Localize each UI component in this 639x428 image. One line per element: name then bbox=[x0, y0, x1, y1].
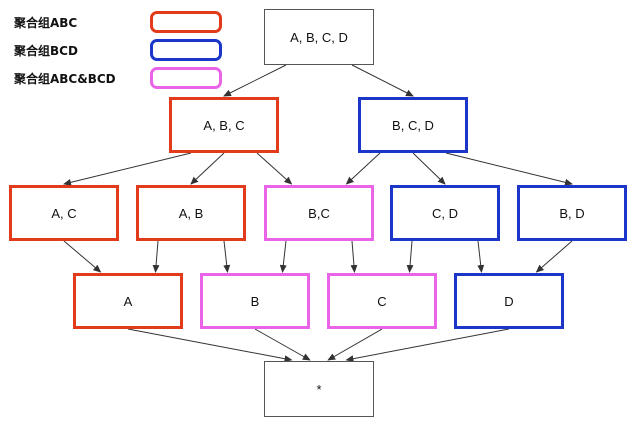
node-bc: B,C bbox=[264, 185, 374, 241]
node-b: B bbox=[200, 273, 310, 329]
legend-label-bcd: 聚合组BCD bbox=[14, 43, 78, 58]
legend-swatch-bcd bbox=[150, 39, 222, 61]
node-d: D bbox=[454, 273, 564, 329]
edge-bcd-to-bd bbox=[445, 152, 573, 186]
edge-bcd-to-bc bbox=[345, 152, 381, 185]
legend-item-abc-bcd: 聚合组ABC&BCD bbox=[14, 67, 116, 89]
edge-c-to-all bbox=[327, 328, 383, 361]
node-all: * bbox=[264, 361, 374, 417]
node-abcd: A, B, C, D bbox=[264, 9, 374, 65]
node-bcd: B, C, D bbox=[358, 97, 468, 153]
node-abc: A, B, C bbox=[169, 97, 279, 153]
edge-bc-to-b bbox=[279, 240, 287, 273]
edge-ab-to-a bbox=[152, 240, 160, 273]
node-c: C bbox=[327, 273, 437, 329]
edge-b-to-all bbox=[254, 328, 311, 361]
legend-item-bcd: 聚合组BCD bbox=[14, 39, 78, 61]
edge-abcd-to-bcd bbox=[351, 64, 414, 97]
edge-bd-to-d bbox=[535, 240, 573, 273]
edge-ab-to-b bbox=[223, 240, 231, 273]
node-cd: C, D bbox=[390, 185, 500, 241]
legend-label-abc: 聚合组ABC bbox=[14, 15, 78, 30]
edge-ac-to-a bbox=[63, 240, 102, 273]
edge-abcd-to-abc bbox=[223, 64, 287, 97]
edge-cd-to-c bbox=[406, 240, 414, 273]
edge-bcd-to-cd bbox=[412, 152, 446, 185]
legend-label-abc-bcd: 聚合组ABC&BCD bbox=[14, 71, 116, 86]
edge-abc-to-ac bbox=[63, 152, 192, 186]
legend-swatch-abc-bcd bbox=[150, 67, 222, 89]
edge-d-to-all bbox=[345, 328, 510, 363]
edge-bc-to-c bbox=[350, 240, 358, 273]
node-ab: A, B bbox=[136, 185, 246, 241]
legend-item-abc: 聚合组ABC bbox=[14, 11, 77, 33]
edge-abc-to-bc bbox=[256, 152, 293, 185]
legend-swatch-abc bbox=[150, 11, 222, 33]
edge-abc-to-ab bbox=[190, 152, 225, 185]
edge-cd-to-d bbox=[477, 240, 485, 273]
node-a: A bbox=[73, 273, 183, 329]
node-bd: B, D bbox=[517, 185, 627, 241]
edge-a-to-all bbox=[127, 328, 293, 363]
node-ac: A, C bbox=[9, 185, 119, 241]
